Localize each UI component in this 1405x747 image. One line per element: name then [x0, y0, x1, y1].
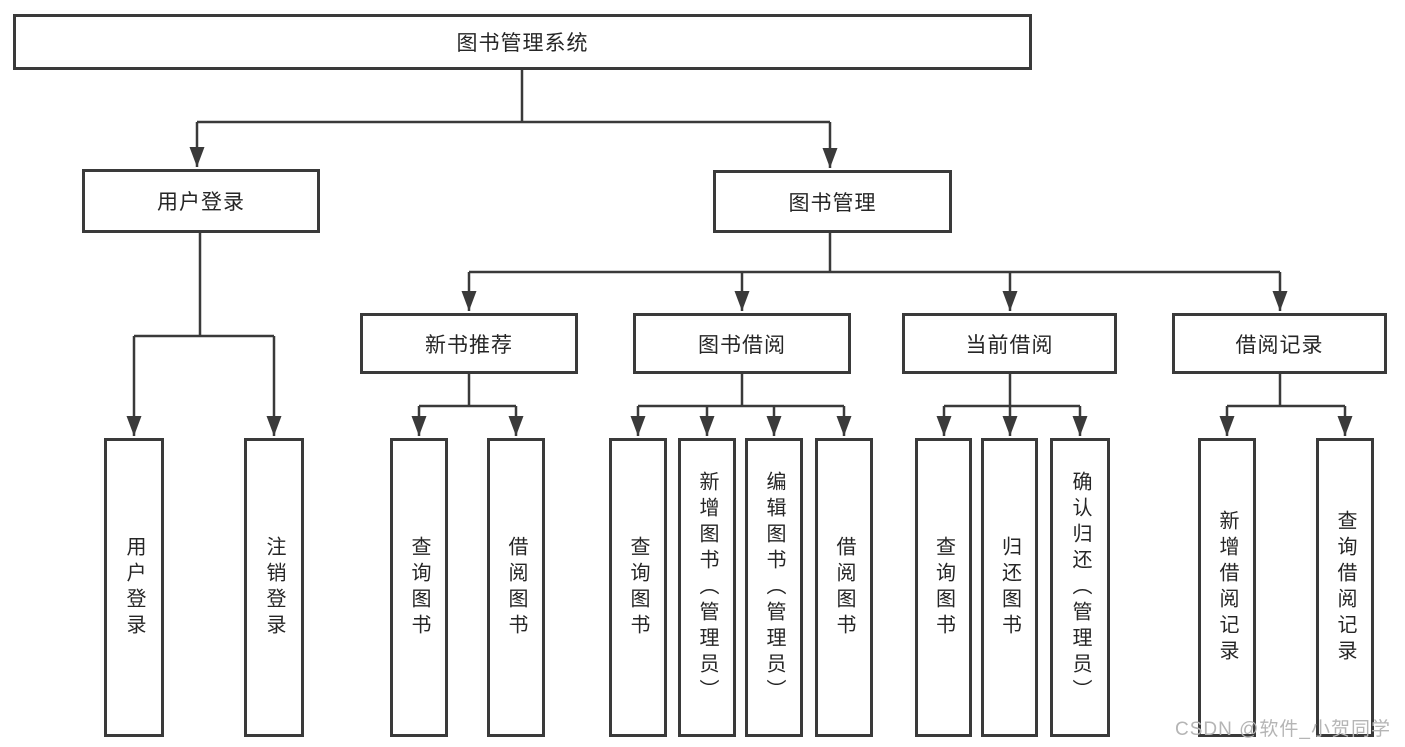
leaf-return-books: 归还图书 [981, 438, 1038, 737]
leaf-query-books-current: 查询图书 [915, 438, 972, 737]
node-book-borrow: 图书借阅 [633, 313, 851, 374]
node-root-system: 图书管理系统 [13, 14, 1032, 70]
node-user-login: 用户登录 [82, 169, 320, 233]
node-current-borrow: 当前借阅 [902, 313, 1117, 374]
leaf-borrow-books-recommend: 借阅图书 [487, 438, 545, 737]
node-new-book-recommend: 新书推荐 [360, 313, 578, 374]
leaf-query-borrow-record: 查询借阅记录 [1316, 438, 1374, 737]
leaf-user-login: 用户登录 [104, 438, 164, 737]
leaf-add-borrow-record: 新增借阅记录 [1198, 438, 1256, 737]
node-borrow-records: 借阅记录 [1172, 313, 1387, 374]
leaf-logout: 注销登录 [244, 438, 304, 737]
leaf-add-books-admin: 新增图书（管理员） [678, 438, 736, 737]
csdn-watermark: CSDN @软件_小贺同学 [1175, 719, 1391, 740]
leaf-confirm-return-admin: 确认归还（管理员） [1050, 438, 1110, 737]
leaf-query-books-recommend: 查询图书 [390, 438, 448, 737]
leaf-edit-books-admin: 编辑图书（管理员） [745, 438, 803, 737]
node-book-management: 图书管理 [713, 170, 952, 233]
leaf-query-books-borrow: 查询图书 [609, 438, 667, 737]
leaf-borrow-books: 借阅图书 [815, 438, 873, 737]
